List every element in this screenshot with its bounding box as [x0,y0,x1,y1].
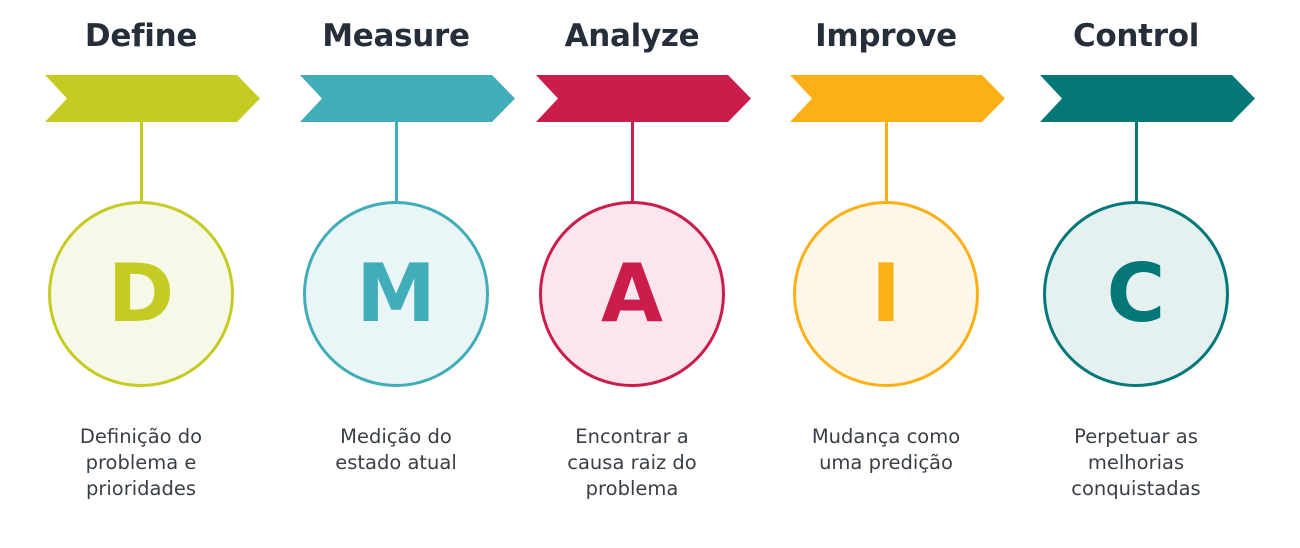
stage-title: Measure [322,18,470,54]
description-line: Definição do [79,425,203,448]
connector-line [139,121,143,202]
description-line: problema e [85,451,197,474]
description-line: Mudança como [811,425,961,448]
stage-circle: A [539,201,725,387]
description-line: prioridades [85,477,197,500]
stage-circle: C [1043,201,1229,387]
description-line: Medição do [340,425,452,448]
description-line: melhorias [1087,451,1185,474]
description-line: Perpetuar as [1074,425,1198,448]
stage-title: Improve [815,18,957,54]
connector-line [394,121,398,202]
chevron-arrow-icon [300,75,515,122]
description-line: problema [585,477,679,500]
connector-line [1134,121,1138,202]
stage-title: Analyze [564,18,700,54]
connector-line [884,121,888,202]
stage-circle: M [303,201,489,387]
stage-letter: C [1106,247,1166,340]
stage-letter: A [601,247,663,340]
stage-description: Perpetuar as melhorias conquistadas [1026,424,1246,502]
stage-letter: M [356,247,436,340]
stage-description: Encontrar a causa raiz do problema [522,424,742,502]
stage-description: Medição do estado atual [286,424,506,476]
chevron-arrow-icon [790,75,1005,122]
connector-line [630,121,634,202]
stage-letter: D [107,247,175,340]
stage-title: Control [1072,18,1200,54]
stage-letter: I [871,247,901,340]
stage-circle: D [48,201,234,387]
stage-circle: I [793,201,979,387]
chevron-arrow-icon [45,75,260,122]
stage-title: Define [84,18,198,54]
description-line: conquistadas [1071,477,1201,500]
description-line: uma predição [819,451,953,474]
description-line: causa raiz do [567,451,697,474]
stage-description: Mudança como uma predição [776,424,996,476]
chevron-arrow-icon [1040,75,1255,122]
description-line: estado atual [335,451,457,474]
chevron-arrow-icon [536,75,751,122]
description-line: Encontrar a [575,425,689,448]
stage-description: Definição do problema e prioridades [31,424,251,502]
